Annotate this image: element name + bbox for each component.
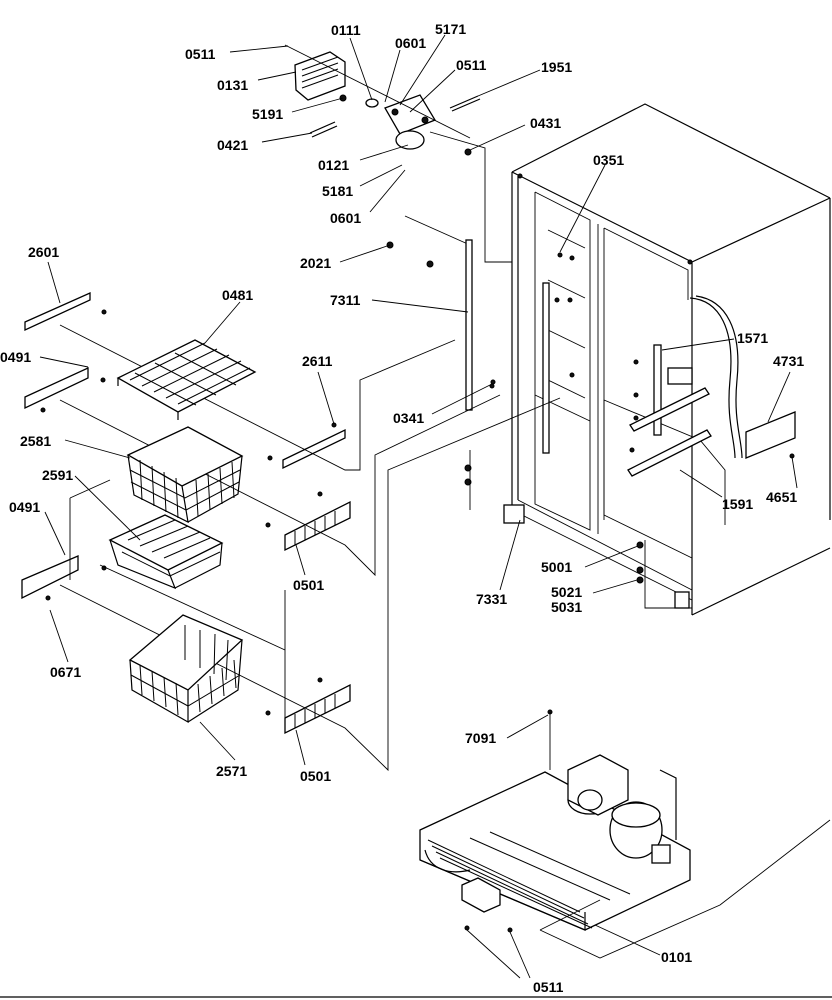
callout-2021: 2021 xyxy=(300,255,331,271)
callout-7331: 7331 xyxy=(476,591,507,607)
callout-0501-a: 0501 xyxy=(293,577,324,593)
callout-0511-bot: 0511 xyxy=(533,979,564,995)
callout-5181: 5181 xyxy=(322,183,353,199)
callout-0511-mid: 0511 xyxy=(456,57,487,73)
callout-2601: 2601 xyxy=(28,244,59,260)
top-assembly xyxy=(284,44,481,156)
callout-5191: 5191 xyxy=(252,106,283,122)
leader-lines xyxy=(39,34,798,979)
guide-lines xyxy=(59,324,561,772)
callout-0341: 0341 xyxy=(393,410,424,426)
callout-0481: 0481 xyxy=(222,287,253,303)
callout-5001: 5001 xyxy=(541,559,572,575)
callout-1951: 1951 xyxy=(541,59,572,75)
callout-2571: 2571 xyxy=(216,763,247,779)
callout-0601-low: 0601 xyxy=(330,210,361,226)
compressor-base xyxy=(419,709,831,959)
callout-2581: 2581 xyxy=(20,433,51,449)
callout-7091: 7091 xyxy=(465,730,496,746)
basket-2581 xyxy=(126,426,244,524)
callout-0511-top: 0511 xyxy=(185,46,216,62)
callout-0431: 0431 xyxy=(530,115,561,131)
callout-0491-a: 0491 xyxy=(0,349,31,365)
callout-7311: 7311 xyxy=(330,292,361,308)
callout-0491-b: 0491 xyxy=(9,499,40,515)
callout-0601-top: 0601 xyxy=(395,35,426,51)
callout-0421: 0421 xyxy=(217,137,248,153)
shelf-0481 xyxy=(116,339,257,420)
callout-2611: 2611 xyxy=(302,353,333,369)
callout-1591: 1591 xyxy=(722,496,753,512)
refrigerator-cabinet xyxy=(503,103,831,616)
callout-0121: 0121 xyxy=(318,157,349,173)
callout-0111: 0111 xyxy=(331,22,361,38)
callout-labels: 0511 0131 0111 0601 5171 0511 1951 5191 … xyxy=(0,21,804,995)
basket-2571 xyxy=(128,614,244,724)
left-shelf-rails xyxy=(21,291,351,735)
callout-0131: 0131 xyxy=(217,77,248,93)
callout-2591: 2591 xyxy=(42,467,73,483)
callout-4651: 4651 xyxy=(766,489,797,505)
callout-4731: 4731 xyxy=(773,353,804,369)
callout-1571: 1571 xyxy=(737,330,768,346)
basket-2591 xyxy=(108,514,224,590)
callout-0351: 0351 xyxy=(593,152,624,168)
callout-5031: 5031 xyxy=(551,599,582,615)
callout-5171: 5171 xyxy=(435,21,466,37)
callout-0671: 0671 xyxy=(50,664,81,680)
callout-0501-b: 0501 xyxy=(300,768,331,784)
callout-5021: 5021 xyxy=(551,584,582,600)
callout-0101: 0101 xyxy=(661,949,692,965)
right-side-shelf-supports xyxy=(627,344,796,477)
